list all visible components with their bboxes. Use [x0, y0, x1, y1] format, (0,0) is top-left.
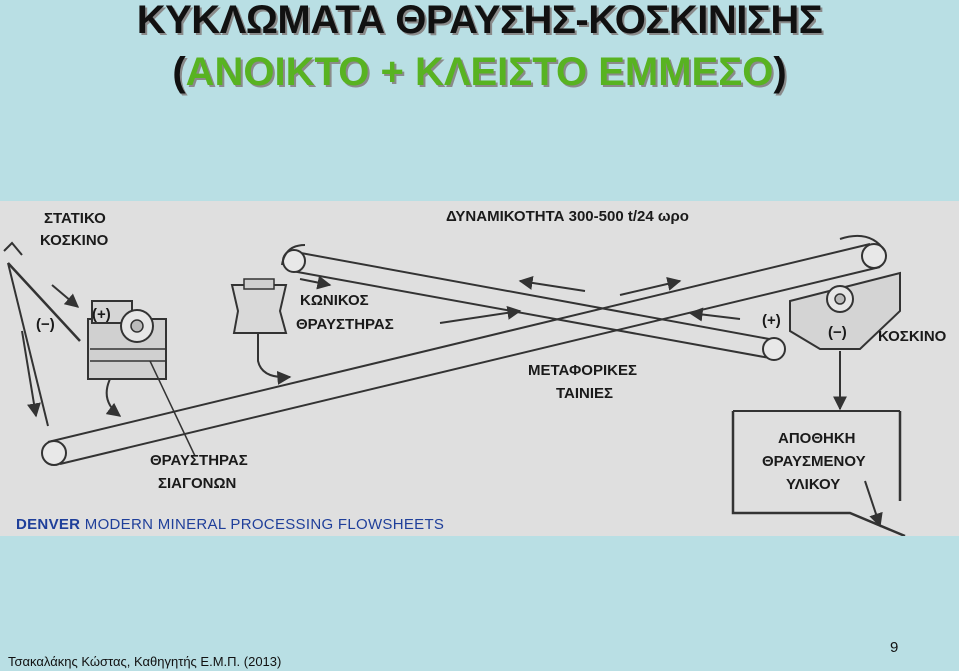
- label-storage: ΑΠΟΘΗΚΗ: [778, 430, 856, 447]
- title-circuit-type: ΑΝΟΙΚΤΟ + ΚΛΕΙΣΤΟ ΕΜΜΕΣΟ: [185, 50, 774, 94]
- label-storage-3: ΥΛΙΚΟΥ: [786, 476, 840, 493]
- belt-pulley-icon: [41, 440, 67, 466]
- label-jaw-minus: (−): [36, 316, 55, 333]
- jaw-crusher-icon: [87, 300, 196, 457]
- caption-text: MODERN MINERAL PROCESSING FLOWSHEETS: [84, 516, 445, 533]
- label-capacity: ΔΥΝΑΜΙΚΟΤΗΤΑ 300-500 t/24 ωρο: [446, 208, 689, 225]
- slide-title-line2: (ΑΝΟΙΚΤΟ + ΚΛΕΙΣΤΟ ΕΜΜΕΣΟ): [0, 52, 959, 92]
- label-screen-plus: (+): [762, 312, 781, 329]
- label-storage-2: ΘΡΑΥΣΜΕΝΟΥ: [762, 453, 866, 470]
- label-jaw-crusher-2: ΣΙΑΓΟΝΩΝ: [158, 475, 236, 492]
- label-cone-crusher: ΚΩΝΙΚΟΣ: [300, 292, 369, 309]
- cone-crusher-icon: [230, 278, 292, 385]
- conveyor-belt-return: [282, 249, 786, 361]
- footer-author: Τσακαλάκης Κώστας, Καθηγητής Ε.Μ.Π. (201…: [8, 654, 282, 669]
- label-screen: ΚΟΣΚΙΝΟ: [878, 328, 947, 345]
- page-number: 9: [890, 639, 899, 656]
- belt-pulley-icon: [762, 337, 786, 361]
- title-open-paren: (: [172, 50, 186, 94]
- label-static-screen: ΣΤΑΤΙΚΟ: [44, 210, 106, 227]
- static-screen-icon: [3, 241, 81, 427]
- slide-title-line1: ΚΥΚΛΩΜΑΤΑ ΘΡΑΥΣΗΣ-ΚΟΣΚΙΝΙΣΗΣ: [136, 0, 823, 42]
- conveyor-belt-main: [41, 243, 887, 466]
- storage-bin-icon: [731, 410, 906, 536]
- belt-pulley-icon: [861, 243, 887, 269]
- vibrating-screen-icon: [789, 271, 901, 350]
- label-conveyors: ΜΕΤΑΦΟΡΙΚΕΣ: [528, 362, 637, 379]
- flowsheet-diagram: ΣΤΑΤΙΚΟ ΚΟΣΚΙΝΟ ΔΥΝΑΜΙΚΟΤΗΤΑ 300-500 t/2…: [3, 208, 947, 536]
- label-jaw-plus: (+): [92, 306, 111, 323]
- label-conveyors-2: ΤΑΙΝΙΕΣ: [556, 385, 613, 402]
- label-jaw-crusher: ΘΡΑΥΣΤΗΡΑΣ: [150, 452, 248, 469]
- label-cone-crusher-2: ΘΡΑΥΣΤΗΡΑΣ: [296, 316, 394, 333]
- caption-brand: DENVER: [16, 516, 81, 533]
- label-static-screen-2: ΚΟΣΚΙΝΟ: [40, 232, 109, 249]
- title-close-paren: ): [773, 50, 787, 94]
- flowsheet-figure: ΣΤΑΤΙΚΟ ΚΟΣΚΙΝΟ ΔΥΝΑΜΙΚΟΤΗΤΑ 300-500 t/2…: [0, 201, 959, 536]
- figure-caption: DENVER MODERN MINERAL PROCESSING FLOWSHE…: [16, 516, 444, 533]
- label-screen-minus: (−): [828, 324, 847, 341]
